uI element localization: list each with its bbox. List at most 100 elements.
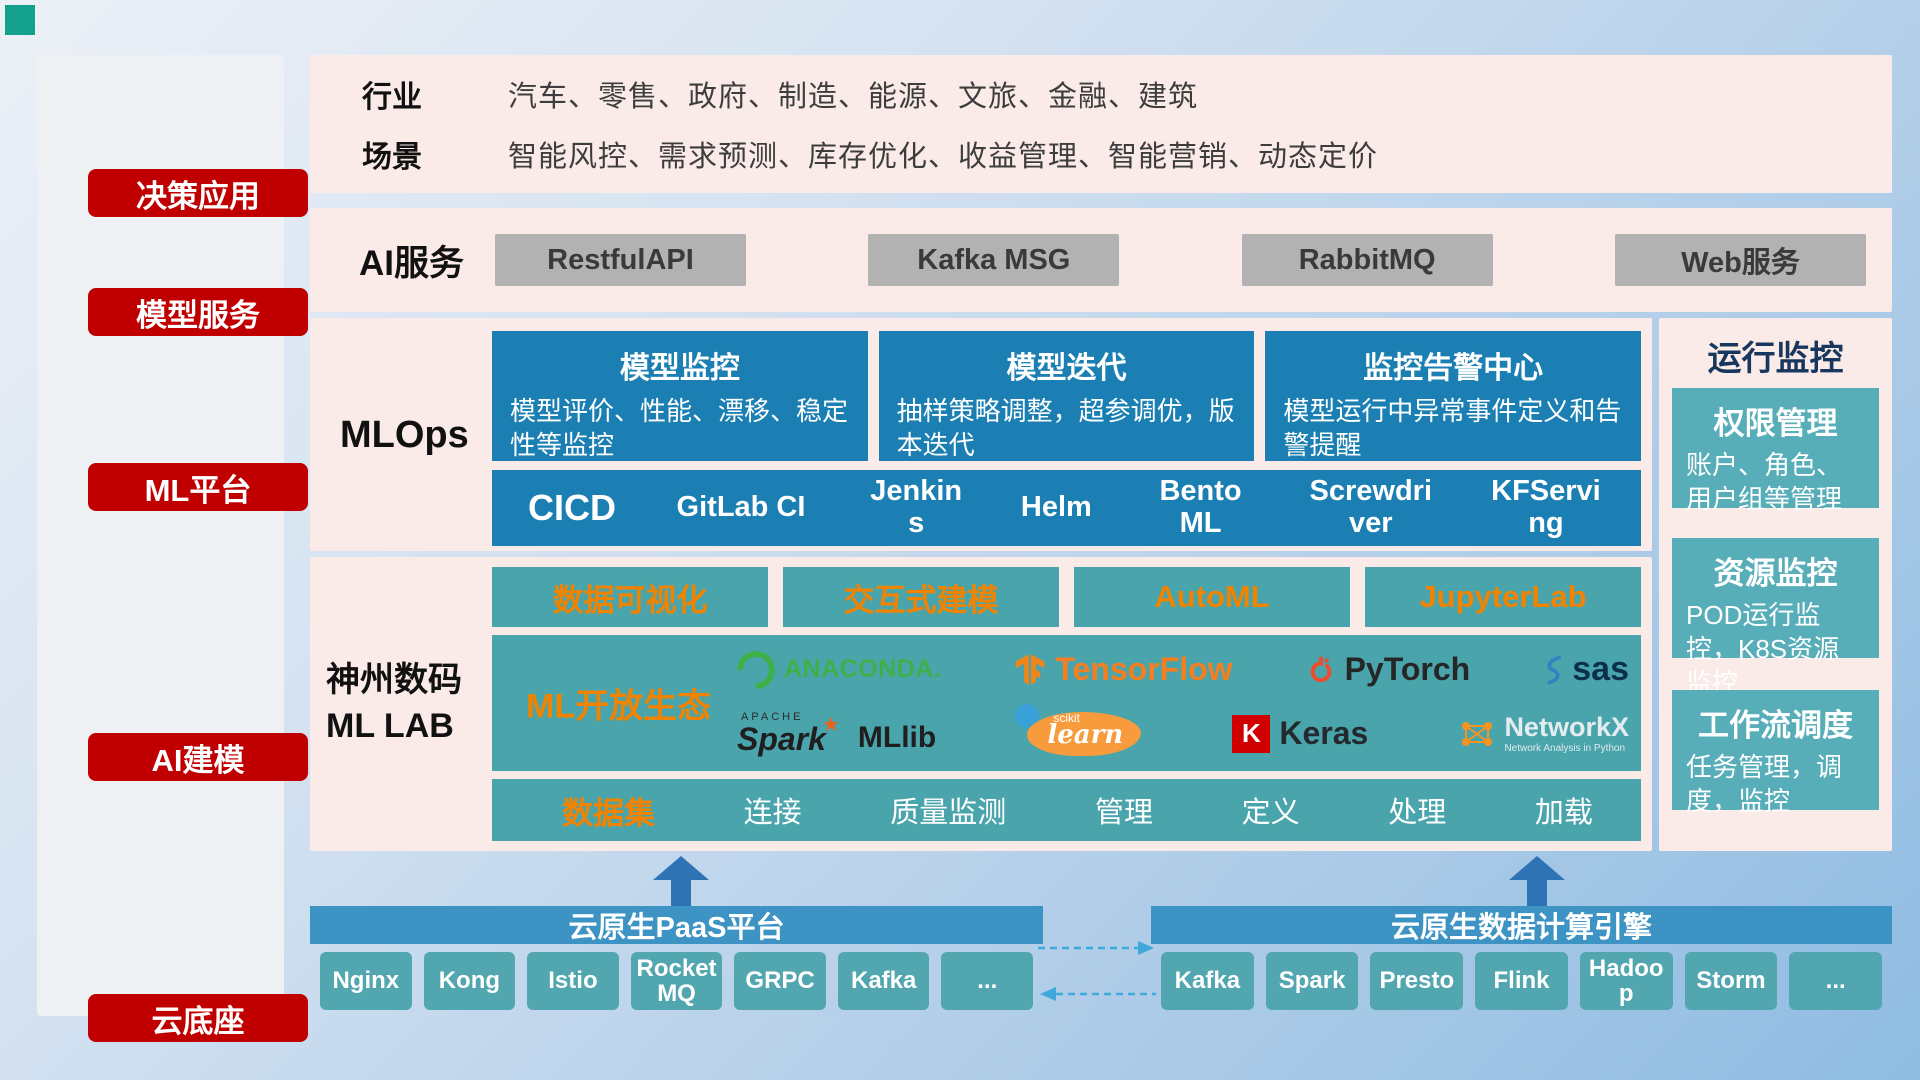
dataset-item-load: 加载 xyxy=(1534,797,1593,829)
web-service-button[interactable]: Web服务 xyxy=(1614,234,1866,286)
kafka-msg-button[interactable]: Kafka MSG xyxy=(868,234,1120,286)
ml-ecosystem-label: ML开放生态 xyxy=(526,687,712,726)
more-chip[interactable]: ... xyxy=(941,952,1034,1010)
up-arrow-icon xyxy=(1509,856,1565,906)
permission-desc: 账户、角色、用户组等管理 xyxy=(1686,450,1843,514)
dataset-item-define: 定义 xyxy=(1241,797,1300,829)
nginx-chip[interactable]: Nginx xyxy=(320,952,412,1010)
model-monitoring-desc: 模型评价、性能、漂移、稳定性等监控 xyxy=(510,396,849,460)
engine-storm-chip[interactable]: Storm xyxy=(1684,952,1778,1010)
kafka-chip[interactable]: Kafka xyxy=(837,952,930,1010)
kfserving-item: KFServing xyxy=(1491,475,1601,539)
mlops-cards: 模型监控 模型评价、性能、漂移、稳定性等监控 模型迭代 抽样策略调整，超参调优，… xyxy=(492,331,1642,461)
automl-button[interactable]: AutoML xyxy=(1074,567,1350,627)
dataset-item-manage: 管理 xyxy=(1094,797,1153,829)
paas-title: 云原生PaaS平台 xyxy=(568,912,785,944)
helm-item: Helm xyxy=(1020,491,1092,524)
anaconda-logo: ANACONDA. xyxy=(729,642,942,697)
logos-row-1: ANACONDA. TensorFlow PyTorch xyxy=(729,642,1629,697)
alert-center-desc: 模型运行中异常事件定义和告警提醒 xyxy=(1283,396,1622,460)
industry-label: 行业 xyxy=(362,80,422,114)
dataset-item-connect: 连接 xyxy=(743,797,802,829)
industry-row: 行业 汽车、零售、政府、制造、能源、文旅、金融、建筑 xyxy=(362,72,1892,116)
dataset-label: 数据集 xyxy=(562,795,655,831)
engine-hadoop-chip[interactable]: Hadoop xyxy=(1579,952,1673,1010)
sas-logo: sas xyxy=(1543,650,1629,689)
engine-more-chip[interactable]: ... xyxy=(1789,952,1883,1010)
ml-ecosystem-box: ML开放生态 ANACONDA. TensorFlow xyxy=(492,635,1641,771)
sidebar-item-ai-modeling[interactable]: AI建模 xyxy=(88,733,308,781)
anaconda-label: ANACONDA. xyxy=(784,655,942,684)
scenario-row: 场景 智能风控、需求预测、库存优化、收益管理、智能营销、动态定价 xyxy=(362,132,1892,176)
networkx-label: NetworkX xyxy=(1504,712,1629,743)
ai-service-label: AI服务 xyxy=(359,243,465,283)
industry-list: 汽车、零售、政府、制造、能源、文旅、金融、建筑 xyxy=(508,80,1199,113)
mlops-panel: MLOps 模型监控 模型评价、性能、漂移、稳定性等监控 模型迭代 抽样策略调整… xyxy=(310,318,1652,551)
engine-presto-chip[interactable]: Presto xyxy=(1370,952,1464,1010)
networkx-subtitle: Network Analysis in Python xyxy=(1504,743,1626,755)
tensorflow-logo: TensorFlow xyxy=(1014,651,1233,688)
dataset-item-quality: 质量监测 xyxy=(890,797,1007,829)
alert-center-card: 监控告警中心 模型运行中异常事件定义和告警提醒 xyxy=(1265,331,1642,461)
alert-center-title: 监控告警中心 xyxy=(1363,352,1544,385)
istio-chip[interactable]: Istio xyxy=(527,952,619,1010)
sas-label: sas xyxy=(1572,650,1629,689)
spark-star-icon: ★ xyxy=(821,714,840,737)
dashed-arrow-connector xyxy=(1038,941,1156,1001)
paas-chips: Nginx Kong Istio RocketMQ GRPC Kafka ... xyxy=(310,952,1043,1010)
jenkins-item: Jenkins xyxy=(870,475,963,539)
resource-monitor-desc: POD运行监控，K8S资源监控 xyxy=(1686,600,1840,698)
bentoml-item: BentoML xyxy=(1159,475,1242,539)
model-monitoring-card: 模型监控 模型评价、性能、漂移、稳定性等监控 xyxy=(492,331,868,461)
anaconda-icon xyxy=(729,642,783,697)
spark-label: Spark xyxy=(737,721,826,758)
interactive-modeling-button[interactable]: 交互式建模 xyxy=(783,567,1059,627)
scenario-label: 场景 xyxy=(362,141,422,175)
resource-monitor-card: 资源监控 POD运行监控，K8S资源监控 xyxy=(1672,538,1879,698)
model-iteration-desc: 抽样策略调整，超参调优，版本迭代 xyxy=(896,396,1235,460)
mllab-tools: 数据可视化 交互式建模 AutoML JupyterLab xyxy=(492,567,1641,627)
cicd-bar: CICD GitLab CI Jenkins Helm BentoML Scre… xyxy=(492,470,1641,546)
kong-chip[interactable]: Kong xyxy=(423,952,516,1010)
mllib-label: MLlib xyxy=(857,721,937,755)
pytorch-label: PyTorch xyxy=(1344,651,1471,688)
rabbitmq-button[interactable]: RabbitMQ xyxy=(1241,234,1493,286)
engine-flink-chip[interactable]: Flink xyxy=(1475,952,1568,1010)
grpc-chip[interactable]: GRPC xyxy=(734,952,826,1010)
scikit-blob-icon: scikit learn xyxy=(1027,710,1142,756)
sidebar-item-ml-platform[interactable]: ML平台 xyxy=(88,463,308,511)
sidebar-item-model-service[interactable]: 模型服务 xyxy=(88,288,308,336)
scenario-list: 智能风控、需求预测、库存优化、收益管理、智能营销、动态定价 xyxy=(508,141,1379,174)
scikit-top-label: scikit xyxy=(1053,710,1080,725)
corner-decoration xyxy=(5,5,35,35)
keras-label: Keras xyxy=(1279,715,1369,752)
engine-kafka-chip[interactable]: Kafka xyxy=(1161,952,1254,1010)
keras-logo: K Keras xyxy=(1232,714,1369,753)
tensorflow-label: TensorFlow xyxy=(1055,651,1233,688)
sidebar-item-decision-apps[interactable]: 决策应用 xyxy=(88,169,308,217)
sidebar-item-cloud-base[interactable]: 云底座 xyxy=(88,994,308,1042)
workflow-card: 工作流调度 任务管理，调度，监控 xyxy=(1672,690,1879,816)
spark-logo: APACHE Spark ★ xyxy=(737,711,844,758)
runtime-monitor-title: 运行监控 xyxy=(1707,340,1844,378)
data-visualization-button[interactable]: 数据可视化 xyxy=(492,567,768,627)
workflow-title: 工作流调度 xyxy=(1698,708,1853,743)
dataset-item-process: 处理 xyxy=(1388,797,1447,829)
apache-label: APACHE xyxy=(741,711,804,724)
jupyterlab-button[interactable]: JupyterLab xyxy=(1365,567,1641,627)
restfulapi-button[interactable]: RestfulAPI xyxy=(495,234,746,286)
resource-monitor-title: 资源监控 xyxy=(1713,556,1838,591)
networkx-logo: NetworkX Network Analysis in Python xyxy=(1459,713,1629,754)
dataset-bar: 数据集 连接 质量监测 管理 定义 处理 加载 xyxy=(492,779,1641,841)
ecosystem-logos: ANACONDA. TensorFlow PyTorch xyxy=(729,639,1629,767)
mllab-panel: 神州数码 ML LAB 数据可视化 交互式建模 AutoML JupyterLa… xyxy=(310,557,1652,851)
industry-scenario-panel: 行业 汽车、零售、政府、制造、能源、文旅、金融、建筑 场景 智能风控、需求预测、… xyxy=(310,55,1892,193)
rocketmq-chip[interactable]: RocketMQ xyxy=(630,952,723,1010)
spark-mllib-logo: APACHE Spark ★ MLlib xyxy=(737,711,937,758)
left-rail: 决策应用 模型服务 ML平台 AI建模 云底座 xyxy=(37,55,308,1042)
engine-spark-chip[interactable]: Spark xyxy=(1265,952,1359,1010)
model-monitoring-title: 模型监控 xyxy=(619,352,740,385)
mllab-label: 神州数码 ML LAB xyxy=(326,658,491,750)
pytorch-logo: PyTorch xyxy=(1306,651,1471,688)
mlops-label: MLOps xyxy=(340,414,469,456)
